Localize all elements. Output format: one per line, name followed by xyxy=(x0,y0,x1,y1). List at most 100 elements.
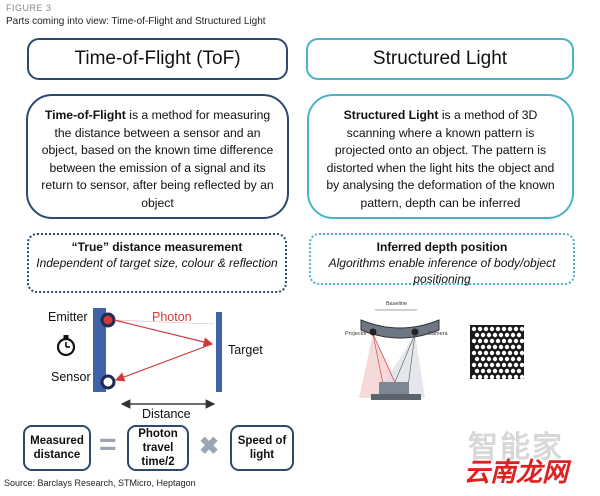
photon-path-faint xyxy=(113,319,215,325)
dot-pattern xyxy=(470,325,524,379)
photon-path-out xyxy=(113,319,214,347)
pattern-dot xyxy=(507,326,513,332)
sl-description-text: is a method of 3D scanning where a known… xyxy=(326,108,555,210)
tof-description-text: is a method for measuring the distance b… xyxy=(41,108,274,210)
projector-lens xyxy=(369,328,377,336)
pattern-dot xyxy=(477,326,483,332)
baseline-label: Baseline xyxy=(386,301,408,307)
pattern-dot xyxy=(489,374,495,379)
target-bar xyxy=(216,312,222,392)
pattern-dot xyxy=(489,362,495,368)
pattern-dot xyxy=(513,338,519,344)
pattern-dot xyxy=(474,368,480,374)
figure-caption: Parts coming into view: Time-of-Flight a… xyxy=(6,16,266,27)
pattern-dot xyxy=(519,338,524,344)
pattern-dot xyxy=(480,344,486,350)
photon-label: Photon xyxy=(152,310,192,324)
pattern-dot xyxy=(492,344,498,350)
pattern-dot xyxy=(498,356,504,362)
camera-label: Camera xyxy=(428,331,448,337)
photon-path-back xyxy=(114,343,213,382)
pattern-dot xyxy=(516,368,522,374)
pattern-dot xyxy=(507,374,513,379)
sl-note-title: Inferred depth position xyxy=(376,240,508,254)
pattern-dot xyxy=(504,344,510,350)
pattern-dot xyxy=(519,350,524,356)
pattern-dot xyxy=(510,368,516,374)
pattern-dot xyxy=(471,362,477,368)
pattern-dot xyxy=(519,326,524,332)
tof-note-title: “True” distance measurement xyxy=(71,240,243,254)
sensor-dot xyxy=(100,374,116,390)
pattern-dot xyxy=(471,374,477,379)
equals-sign: = xyxy=(99,428,117,461)
pattern-dot xyxy=(513,362,519,368)
pattern-dot xyxy=(492,332,498,338)
emitter-dot xyxy=(100,312,116,328)
pattern-dot xyxy=(501,374,507,379)
pattern-dot xyxy=(498,332,504,338)
pattern-dot xyxy=(510,344,516,350)
pattern-dot xyxy=(477,374,483,379)
pattern-dot xyxy=(489,338,495,344)
pattern-dot xyxy=(480,368,486,374)
structured-light-description: Structured Light is a method of 3D scann… xyxy=(307,94,574,219)
pattern-dot xyxy=(498,344,504,350)
speed-of-light-box: Speed of light xyxy=(230,425,294,471)
pattern-dot xyxy=(513,326,519,332)
tof-description: Time-of-Flight is a method for measuring… xyxy=(26,94,289,219)
pattern-dot xyxy=(495,326,501,332)
pattern-dot xyxy=(504,356,510,362)
pattern-dot xyxy=(483,338,489,344)
tof-description-term: Time-of-Flight xyxy=(44,108,126,122)
pattern-dot xyxy=(507,350,513,356)
pattern-dot xyxy=(492,356,498,362)
tof-diagram xyxy=(56,308,222,409)
target-label: Target xyxy=(228,343,263,357)
pattern-dot xyxy=(513,350,519,356)
pattern-dot xyxy=(489,350,495,356)
pattern-dot xyxy=(471,326,477,332)
pattern-dot xyxy=(495,374,501,379)
tof-note: “True” distance measurement Independent … xyxy=(27,233,287,293)
pattern-dot xyxy=(471,350,477,356)
pattern-dot xyxy=(504,368,510,374)
watermark-text: 智能家 xyxy=(468,431,564,464)
pattern-dot xyxy=(477,350,483,356)
pattern-dot xyxy=(516,356,522,362)
tof-header: Time-of-Flight (ToF) xyxy=(27,38,288,80)
watermark-logo-text: 云南龙网 xyxy=(464,457,569,487)
tof-note-body: Independent of target size, colour & ref… xyxy=(36,256,278,270)
pattern-dot xyxy=(474,344,480,350)
pattern-dot xyxy=(501,350,507,356)
pattern-dot xyxy=(495,338,501,344)
pattern-dot xyxy=(495,362,501,368)
projector-label: Projector xyxy=(345,331,368,337)
sl-note-body: Algorithms enable inference of body/obje… xyxy=(328,256,556,286)
pattern-dot xyxy=(510,332,516,338)
pattern-dot xyxy=(474,356,480,362)
sensor-head xyxy=(360,319,440,339)
source-note: Source: Barclays Research, STMicro, Hept… xyxy=(4,478,196,488)
emitter-label: Emitter xyxy=(48,310,88,324)
pattern-dot xyxy=(486,368,492,374)
pattern-dot xyxy=(504,332,510,338)
sl-description-term: Structured Light xyxy=(343,108,439,122)
sl-note: Inferred depth position Algorithms enabl… xyxy=(309,233,575,286)
pattern-dot xyxy=(516,332,522,338)
pattern-dot xyxy=(513,374,519,379)
pattern-dot xyxy=(486,344,492,350)
pattern-dot xyxy=(483,374,489,379)
pattern-dot xyxy=(483,362,489,368)
scanned-object xyxy=(379,382,409,396)
stopwatch-icon xyxy=(56,335,76,357)
photon-travel-time-box: Photon travel time/2 xyxy=(127,425,189,471)
structured-light-device xyxy=(359,309,440,400)
pattern-dot xyxy=(486,356,492,362)
pattern-dot xyxy=(507,338,513,344)
pattern-dot xyxy=(501,362,507,368)
structured-light-header: Structured Light xyxy=(306,38,574,80)
pattern-dot xyxy=(498,368,504,374)
pattern-dot xyxy=(501,326,507,332)
pattern-dot xyxy=(489,326,495,332)
